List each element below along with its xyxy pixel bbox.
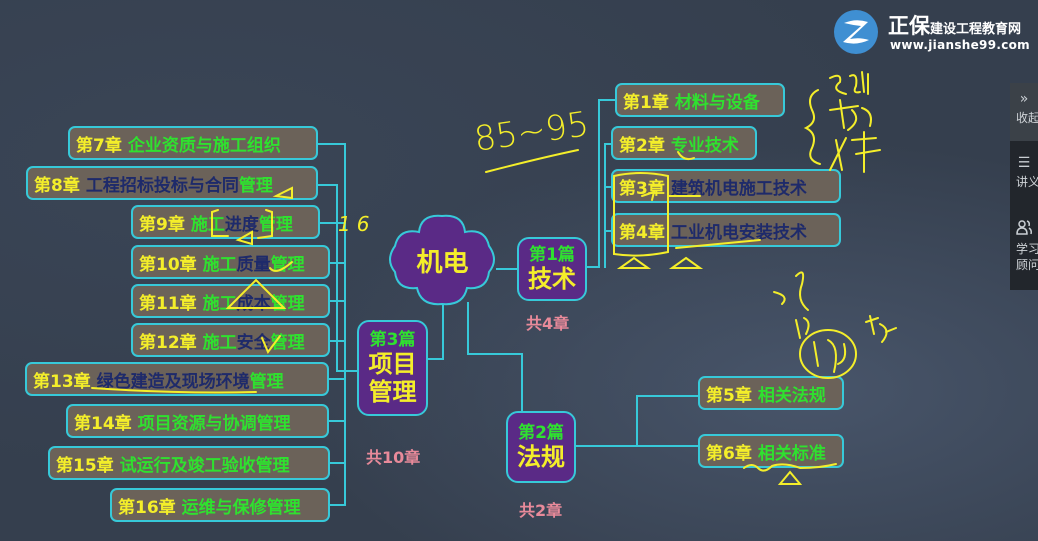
chapter-title: 试运行及竣工验收管理 [119, 455, 290, 476]
logo-brand: 正保 [888, 13, 930, 38]
chapter-number: 第7章 [76, 135, 122, 156]
chapter-13-box: 第13章 绿色建造及现场环境管理 [25, 362, 329, 396]
chapter-title-part: 管理 [249, 371, 284, 392]
chapter-title-part: 管理 [258, 214, 293, 235]
sidebar-item-label: 收起 [1016, 111, 1038, 125]
chapter-10-box: 第10章 施工质量管理 [131, 245, 330, 279]
chapter-title-part: 工程招标投标与合同 [85, 175, 239, 196]
brand-logo: 正保建设工程教育网 www.jianshe99.com [832, 8, 1032, 58]
chapter-title-part: 施工 [202, 332, 237, 353]
chapter-title: 项目资源与协调管理 [137, 413, 291, 434]
chapter-4-box: 第4章 工业机电安装技术 [611, 213, 841, 247]
right-sidebar: » 收起 ☰ 讲义 学习顾问 [1010, 83, 1038, 290]
logo-url: www.jianshe99.com [890, 38, 1030, 52]
double-chevron-icon: » [1019, 91, 1029, 107]
chapter-16-box: 第16章 运维与保修管理 [110, 488, 330, 522]
chapter-7-box: 第7章 企业资质与施工组织 [68, 126, 318, 160]
chapter-9-box: 第9章 施工进度管理 [131, 205, 320, 239]
chapter-number: 第2章 [619, 135, 665, 156]
chapter-6-box: 第6章 相关标准 [698, 434, 844, 468]
chapter-title-part: 进度 [224, 214, 259, 235]
chapter-11-box: 第11章 施工成本管理 [131, 284, 330, 318]
chapter-12-box: 第12章 施工安全管理 [131, 323, 330, 357]
chapter-number: 第12章 [139, 332, 197, 353]
chapter-3-box: 第3章 建筑机电施工技术 [611, 169, 841, 203]
sidebar-advisor-button[interactable]: 学习顾问 [1010, 211, 1038, 289]
chapter-number: 第1章 [623, 92, 669, 113]
chapter-title-part: 成本 [236, 293, 271, 314]
part-1-count: 共4章 [526, 314, 570, 333]
part-number: 第1篇 [529, 245, 575, 265]
chapter-number: 第14章 [74, 413, 132, 434]
chapter-number: 第8章 [34, 175, 80, 196]
sidebar-collapse-button[interactable]: » 收起 [1010, 83, 1038, 141]
chapter-15-box: 第15章 试运行及竣工验收管理 [48, 446, 330, 480]
chapter-title-part: 施工 [202, 293, 237, 314]
chapter-title-part: 施工 [190, 214, 225, 235]
chapter-number: 第4章 [619, 222, 665, 243]
part-2-node: 第2篇 法规 [506, 411, 576, 483]
chapter-title: 相关标准 [757, 443, 826, 464]
chapter-number: 第13章 [33, 371, 91, 392]
chapter-14-box: 第14章 项目资源与协调管理 [66, 404, 329, 438]
cloud-shape-icon [389, 214, 495, 306]
part-title-line1: 项目 [368, 350, 417, 378]
chapter-number: 第9章 [139, 214, 185, 235]
chapter-number: 第11章 [139, 293, 197, 314]
chapter-number: 第5章 [706, 385, 752, 406]
chapter-title-part: 安全 [236, 332, 271, 353]
chapter-number: 第16章 [118, 497, 176, 518]
part-3-count: 共10章 [366, 448, 421, 467]
chapter-1-box: 第1章 材料与设备 [615, 83, 785, 117]
part-2-count: 共2章 [519, 501, 563, 520]
chapter-title-part: 质量 [236, 254, 271, 275]
chapter-5-box: 第5章 相关法规 [698, 376, 844, 410]
part-number: 第3篇 [369, 330, 416, 350]
sidebar-item-label: 学习顾问 [1016, 242, 1038, 272]
chapter-title-part: 绿色建造及现场环境 [96, 371, 250, 392]
chapter-title-part: 管理 [238, 175, 273, 196]
chapter-number: 第3章 [619, 178, 665, 199]
chapter-title: 工业机电安装技术 [670, 222, 807, 243]
chapter-number: 第6章 [706, 443, 752, 464]
root-node: 机电 [385, 212, 500, 308]
chapter-8-box: 第8章 工程招标投标与合同管理 [26, 166, 318, 200]
part-title: 法规 [517, 443, 565, 471]
part-number: 第2篇 [518, 423, 564, 443]
chapter-2-box: 第2章 专业技术 [611, 126, 757, 160]
chapter-title-part: 管理 [270, 254, 305, 275]
chapter-title: 运维与保修管理 [181, 497, 301, 518]
chapter-title: 专业技术 [670, 135, 739, 156]
chapter-title-part: 施工 [202, 254, 237, 275]
list-icon: ☰ [1017, 155, 1031, 171]
chapter-number: 第10章 [139, 254, 197, 275]
root-label: 机电 [416, 248, 469, 278]
part-3-node: 第3篇 项目 管理 [357, 320, 428, 416]
logo-subtitle: 建设工程教育网 [930, 22, 1022, 37]
part-1-node: 第1篇 技术 [517, 237, 587, 301]
handwritten-16: 16 [338, 212, 376, 236]
chapter-title-part: 管理 [270, 293, 305, 314]
users-icon [1010, 219, 1038, 239]
chapter-title: 企业资质与施工组织 [127, 135, 281, 156]
part-title-line2: 管理 [368, 378, 417, 406]
chapter-title-part: 管理 [270, 332, 305, 353]
sidebar-handout-button[interactable]: ☰ 讲义 [1010, 145, 1038, 207]
chapter-title: 建筑机电施工技术 [670, 178, 807, 199]
chapter-number: 第15章 [56, 455, 114, 476]
chapter-title: 相关法规 [757, 385, 826, 406]
sidebar-item-label: 讲义 [1016, 175, 1038, 189]
part-title: 技术 [528, 265, 576, 293]
chapter-title: 材料与设备 [674, 92, 760, 113]
logo-z-icon [834, 10, 878, 54]
